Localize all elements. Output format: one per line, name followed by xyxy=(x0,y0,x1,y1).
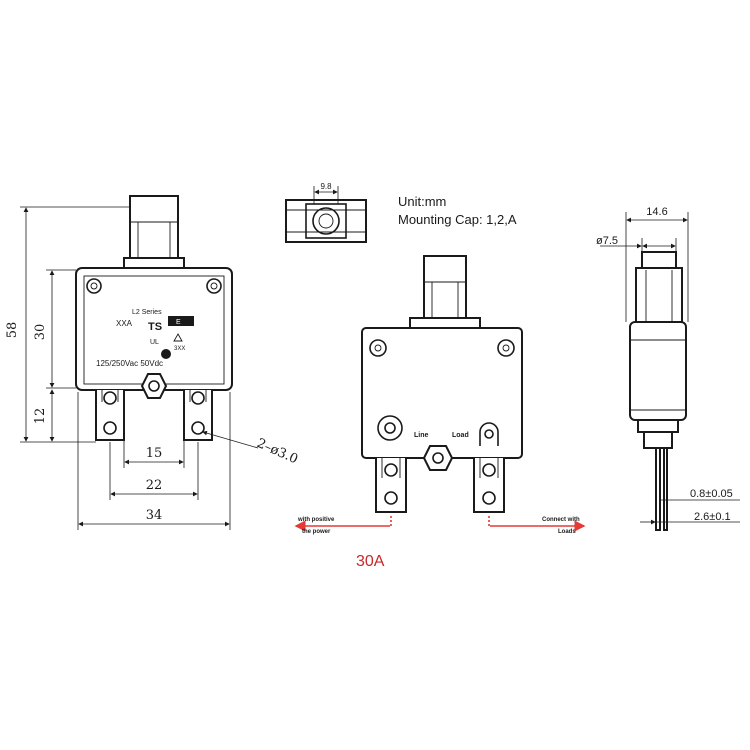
dim-height-terminal: 12 xyxy=(33,408,48,425)
top-housing xyxy=(285,199,367,243)
load-note-2: Loads xyxy=(558,529,576,535)
unit-label: Unit:mm xyxy=(398,194,446,209)
ratings-text: 125/250Vac 50Vdc xyxy=(96,359,163,368)
terminal-left xyxy=(375,458,407,513)
dim-pitch-outer: 22 xyxy=(146,478,163,493)
load-label: Load xyxy=(452,432,469,439)
load-terminal-icon xyxy=(479,422,499,446)
screw-icon xyxy=(369,339,387,357)
mounting-cap-label: Mounting Cap: 1,2,A xyxy=(398,212,517,227)
dim-pitch-inner: 15 xyxy=(146,446,163,461)
warning-icon xyxy=(173,333,183,342)
line-label: Line xyxy=(414,432,428,439)
screw-icon xyxy=(86,278,102,294)
screw-icon xyxy=(497,339,515,357)
reset-button xyxy=(129,195,179,267)
dim-top-width: 9.8 xyxy=(320,182,332,191)
svg-text:E: E xyxy=(176,319,181,326)
indicator-dot xyxy=(161,349,171,359)
terminal-right xyxy=(183,390,213,441)
top-view: 9.8 xyxy=(285,182,367,243)
side-housing xyxy=(629,321,687,421)
line-terminal-icon xyxy=(377,415,403,441)
front-view: L2 Series XXA TS E UL 3XX 125/250Vac 50V… xyxy=(5,195,300,530)
brand-mark: TS xyxy=(148,321,162,333)
rating-label: 30A xyxy=(356,553,385,570)
rating-code: 3XX xyxy=(174,346,185,352)
dim-blade-width: 2.6±0.1 xyxy=(694,511,731,523)
dim-height-total: 58 xyxy=(5,322,20,339)
terminal-blade xyxy=(655,447,661,531)
side-view: 14.6 ø7.5 0.8±0.05 2.6±0.1 xyxy=(596,206,740,531)
center-nut-icon xyxy=(140,373,168,399)
dim-height-body: 30 xyxy=(33,324,48,341)
terminal-right xyxy=(473,458,505,513)
dim-side-width: 14.6 xyxy=(646,206,667,218)
ul-mark: UL xyxy=(150,339,159,346)
dim-blade-thickness: 0.8±0.05 xyxy=(690,488,733,500)
positive-note-1: with positive xyxy=(297,517,335,523)
center-nut-icon xyxy=(422,445,454,471)
series-label: L2 Series xyxy=(132,309,162,316)
cert-badge xyxy=(168,316,194,326)
button-top-icon xyxy=(312,207,340,235)
positive-note-2: the power xyxy=(302,529,331,535)
dim-width: 34 xyxy=(146,508,163,523)
dim-button-diameter: ø7.5 xyxy=(596,235,618,247)
hole-note: 2–ø3.0 xyxy=(254,436,300,467)
back-view: Line Load with positive the power xyxy=(294,255,586,570)
terminal-left xyxy=(95,390,125,441)
model-label: XXA xyxy=(116,319,133,328)
screw-icon xyxy=(206,278,222,294)
load-note-1: Connect with xyxy=(542,517,580,523)
